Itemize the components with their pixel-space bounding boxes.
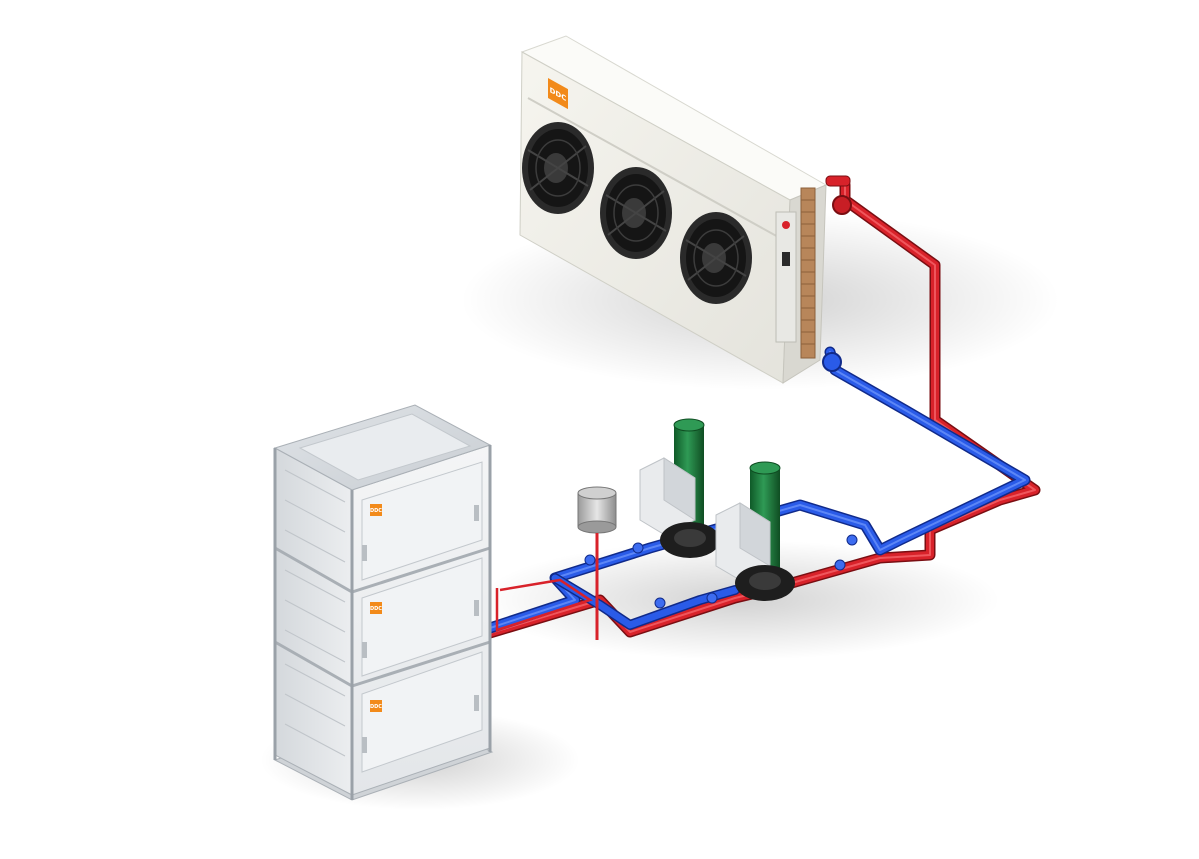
rack-cabinet: DDC DDC DDC	[273, 404, 494, 801]
module-2-logo: DDC	[370, 602, 382, 614]
emergency-stop-icon	[782, 221, 790, 229]
cold-fitting-4-icon	[706, 592, 718, 604]
cold-fitting-1-icon	[584, 554, 596, 566]
hot-pipe-line	[484, 179, 1041, 639]
pump-1	[639, 418, 720, 558]
fan-1	[522, 122, 594, 214]
control-panel	[775, 211, 797, 343]
module-1-logo: DDC	[370, 504, 382, 516]
expansion-tank	[577, 486, 617, 640]
cold-fitting-6-icon	[846, 534, 858, 546]
copper-header	[800, 187, 816, 359]
dry-cooler-logo: DDC	[548, 78, 568, 110]
copper-header-fins	[801, 199, 815, 345]
logo-text: DDC	[370, 606, 382, 612]
module-3-logo: DDC	[370, 700, 382, 712]
dry-cooler: DDC	[519, 35, 828, 384]
cold-fitting-2-icon	[632, 542, 644, 554]
fan-3	[680, 212, 752, 304]
cold-fitting-5-icon	[834, 559, 846, 571]
display-icon	[782, 252, 790, 266]
hot-valve-icon	[832, 195, 852, 215]
fan-2	[600, 167, 672, 259]
logo-text: DDC	[370, 508, 382, 514]
hot-inlet-icon	[825, 175, 851, 187]
pump-2	[715, 461, 795, 601]
hot-loop-connector	[495, 578, 593, 632]
dry-cooler-frame-line	[527, 97, 781, 239]
cold-fitting-3-icon	[654, 597, 666, 609]
logo-text: DDC	[370, 704, 382, 710]
cold-valve-icon	[822, 352, 842, 372]
